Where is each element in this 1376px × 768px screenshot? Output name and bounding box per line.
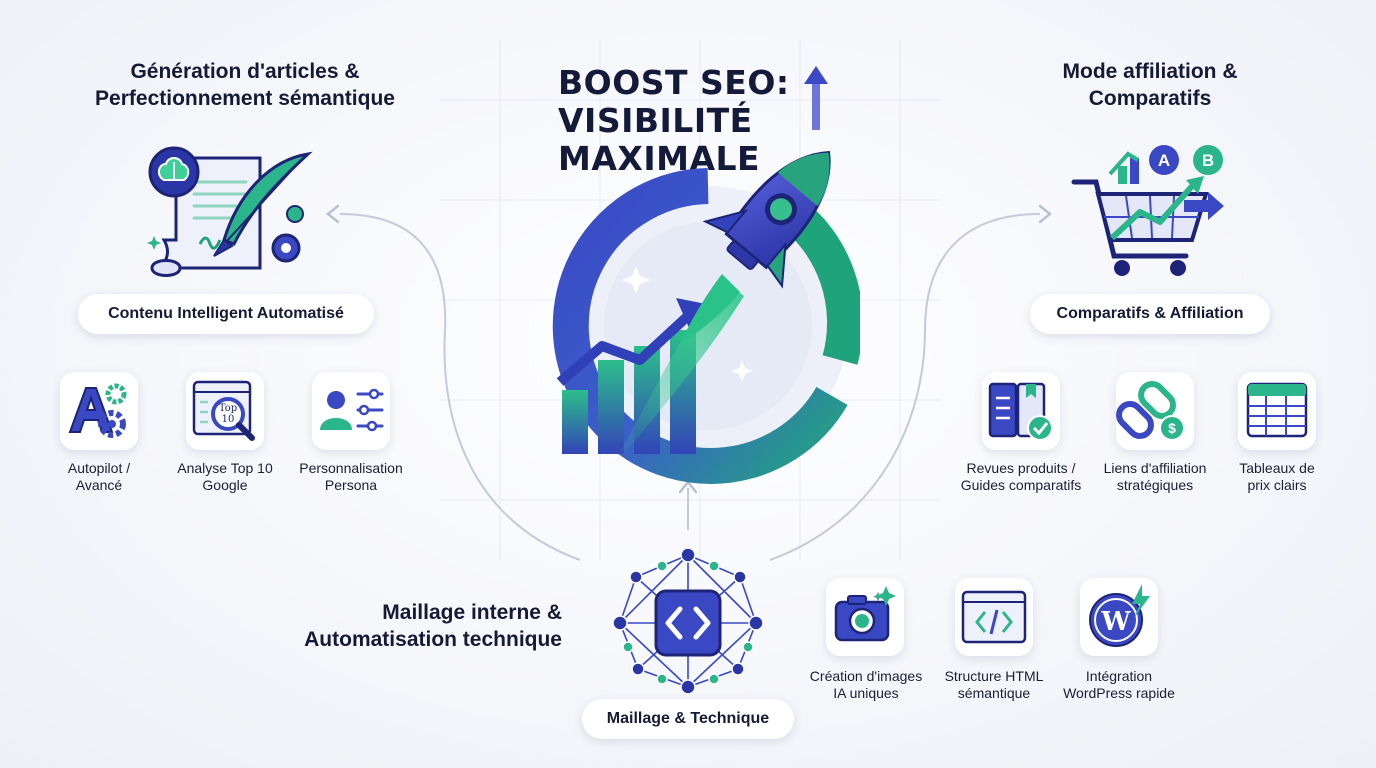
shopping-cart-chart-icon: A B — [1071, 145, 1224, 276]
network-code-icon — [612, 547, 764, 695]
autopilot-gear-icon — [68, 383, 127, 438]
top10-icon-text: Top — [219, 403, 237, 414]
top10-icon-number: 10 — [222, 414, 235, 425]
feature-tile-price-table — [1238, 372, 1316, 450]
feature-caption-reviews: Revues produits /Guides comparatifs — [960, 460, 1082, 493]
bottom-pill: Maillage & Technique — [582, 699, 794, 739]
left-section-title: Génération d'articles & Perfectionnement… — [95, 60, 395, 110]
main-title-line1: BOOST SEO: — [558, 63, 790, 102]
price-table-icon — [1246, 382, 1308, 438]
feature-tile-autopilot — [60, 372, 138, 450]
feature-tile-ai-images — [826, 578, 904, 656]
cart-badge-a: A — [1158, 151, 1170, 170]
wordpress-icon: W — [1089, 584, 1150, 647]
affiliate-link-icon: $ — [1116, 381, 1185, 441]
svg-text:W: W — [1100, 607, 1131, 637]
svg-text:$: $ — [1168, 420, 1176, 436]
bottom-section-title: Maillage interne & Automatisation techni… — [304, 601, 562, 651]
feature-tile-top10: Top 10 — [186, 372, 264, 450]
main-title-line3: MAXIMALE — [558, 139, 761, 178]
left-pill: Contenu Intelligent Automatisé — [78, 294, 374, 334]
top10-search-icon: Top 10 — [192, 380, 255, 441]
ai-camera-icon — [834, 586, 896, 642]
feature-tile-persona — [312, 372, 390, 450]
main-title: BOOST SEO: VISIBILITÉ MAXIMALE — [558, 64, 818, 178]
feature-tile-html — [955, 578, 1033, 656]
article-quill-brain-icon — [147, 146, 313, 277]
html-code-icon — [961, 590, 1027, 644]
product-review-icon — [988, 382, 1053, 441]
main-title-line2: VISIBILITÉ — [558, 101, 753, 140]
rocket-growth-icon — [552, 66, 860, 484]
right-section-title: Mode affiliation & Comparatifs — [1062, 60, 1238, 110]
feature-caption-autopilot: Autopilot /Avancé — [67, 460, 131, 493]
persona-settings-icon — [320, 388, 384, 432]
right-pill: Comparatifs & Affiliation — [1030, 294, 1270, 334]
cart-badge-b: B — [1202, 151, 1214, 170]
feature-tile-reviews — [982, 372, 1060, 450]
feature-tile-affiliate: $ — [1116, 372, 1194, 450]
feature-tile-wordpress: W — [1080, 578, 1158, 656]
